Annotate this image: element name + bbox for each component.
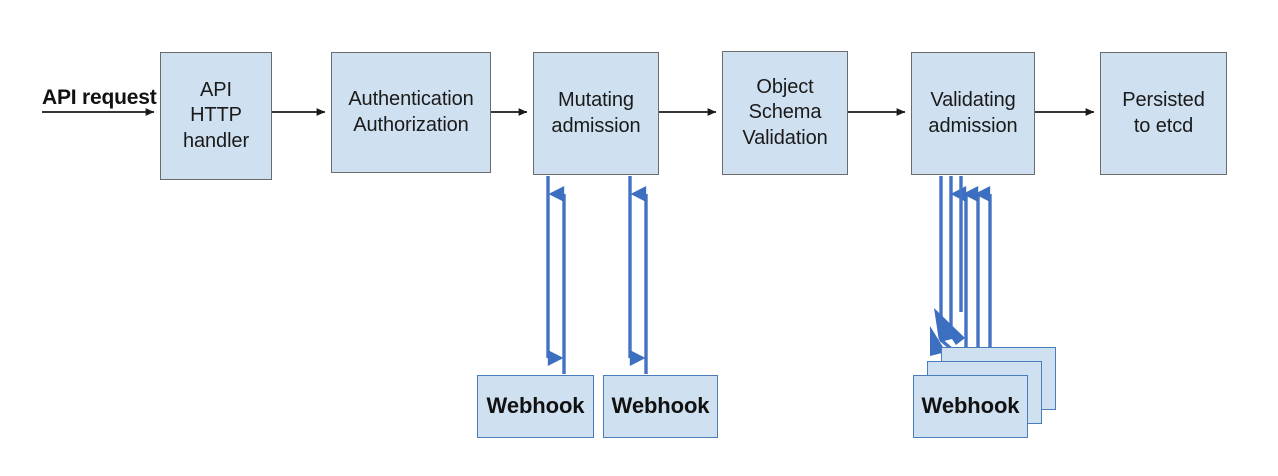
node-persisted-to-etcd[interactable]: Persisted to etcd <box>1100 52 1227 175</box>
node-authentication-authorization[interactable]: Authentication Authorization <box>331 52 491 173</box>
node-validating-webhook-stack-front[interactable]: Webhook <box>913 375 1028 438</box>
webhook-link-validating-3 <box>959 176 992 374</box>
node-api-http-handler[interactable]: API HTTP handler <box>160 52 272 180</box>
node-mutating-webhook-1[interactable]: Webhook <box>477 375 594 438</box>
webhook-link-validating-2 <box>949 176 980 374</box>
node-validating-admission[interactable]: Validating admission <box>911 52 1035 175</box>
node-mutating-admission[interactable]: Mutating admission <box>533 52 659 175</box>
webhook-link-validating-1 <box>939 176 968 374</box>
node-mutating-webhook-2[interactable]: Webhook <box>603 375 718 438</box>
node-object-schema-validation[interactable]: Object Schema Validation <box>722 51 848 175</box>
webhook-link-mutating-1 <box>546 176 566 374</box>
webhook-link-mutating-2 <box>628 176 648 374</box>
entry-label-api-request: API request <box>42 86 157 109</box>
